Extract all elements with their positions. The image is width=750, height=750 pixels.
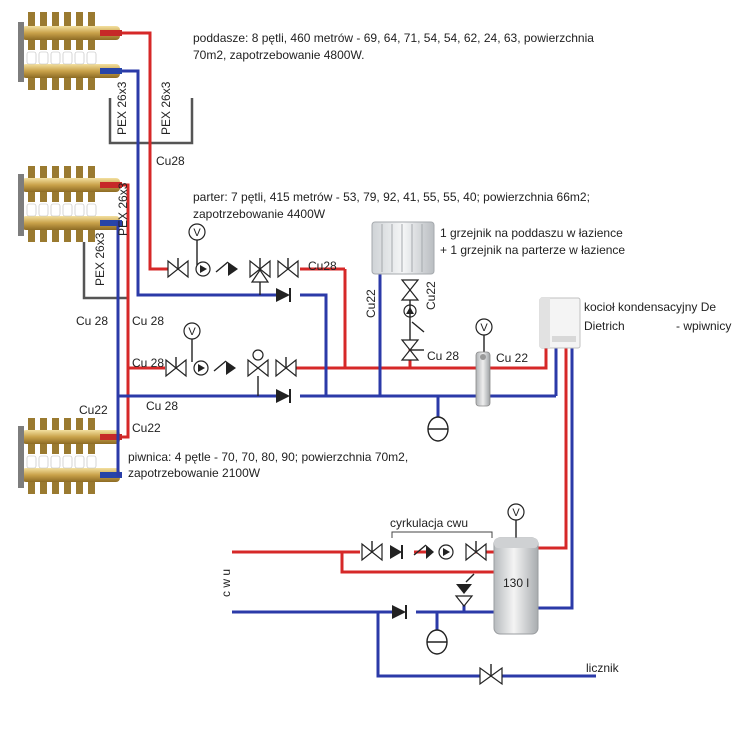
svg-text:V: V <box>480 322 488 334</box>
gauge-separator: V <box>475 318 493 352</box>
check-valve-poddasze-return <box>276 288 290 302</box>
label-pex-3: PEX 26x3 <box>93 232 107 286</box>
label-poddasze: poddasze: 8 pętli, 460 metrów - 69, 64, … <box>193 31 597 62</box>
circulation-group <box>361 531 493 562</box>
manifold-parter <box>18 166 122 242</box>
label-cu28-sep: Cu 28 <box>427 349 459 363</box>
label-cwu: c w u <box>219 569 233 597</box>
label-cu28-pump2: Cu 28 <box>132 356 164 370</box>
svg-text:V: V <box>188 326 196 338</box>
label-cu22-rad: Cu22 <box>424 281 438 310</box>
label-pex-1: PEX 26x3 <box>115 81 129 135</box>
check-valve-cold <box>392 605 406 619</box>
label-cu28-top: Cu28 <box>156 154 185 168</box>
safety-valve-cold <box>454 573 475 607</box>
label-cyrkulacja: cyrkulacja cwu <box>390 516 468 530</box>
gauge-parter: V <box>183 322 201 362</box>
meter-valve <box>479 664 503 686</box>
label-cu28-mid: Cu 28 <box>132 314 164 328</box>
label-piwnica: piwnica: 4 pętle - 70, 70, 80, 90; powie… <box>128 450 412 480</box>
check-valve-parter-return <box>276 389 290 403</box>
label-grzejniki: 1 grzejnik na poddaszu w łazience + 1 gr… <box>440 226 626 257</box>
svg-text:130 l: 130 l <box>503 576 529 590</box>
label-cu22-low1: Cu22 <box>79 403 108 417</box>
manifold-piwnica <box>18 418 122 494</box>
valve-group-poddasze <box>167 258 299 295</box>
label-kociol: kocioł kondensacyjny De Dietrich - wpiwn… <box>584 300 731 333</box>
svg-text:V: V <box>193 227 201 239</box>
hot-water-tank: 130 l <box>493 537 539 635</box>
label-cu28-left: Cu 28 <box>76 314 108 328</box>
label-cu22-sep: Cu 22 <box>496 351 528 365</box>
label-pex-2: PEX 26x3 <box>159 81 173 135</box>
radiator-pump-group <box>400 279 425 361</box>
gauge-tank: V <box>507 503 525 538</box>
label-cu28-pump1: Cu28 <box>308 259 337 273</box>
expansion-vessel-heating <box>427 416 449 442</box>
expansion-vessel-cwu <box>426 629 448 655</box>
hydraulic-separator <box>475 351 491 407</box>
radiator-icon <box>371 221 435 275</box>
svg-text:V: V <box>512 507 520 519</box>
label-cu28-ret2: Cu 28 <box>146 399 178 413</box>
boiler-icon <box>539 297 581 349</box>
label-pex-4: PEX 26x3 <box>116 182 130 236</box>
valve-group-parter <box>165 349 297 396</box>
gauge-poddasze: V <box>188 223 206 265</box>
label-licznik: licznik <box>586 661 620 675</box>
supply-pipes <box>122 31 568 574</box>
return-pipes <box>116 69 596 678</box>
manifold-poddasze <box>18 12 122 90</box>
label-cu22-vert: Cu22 <box>364 289 378 318</box>
label-parter: parter: 7 pętli, 415 metrów - 53, 79, 92… <box>193 190 593 221</box>
label-cu22-low2: Cu22 <box>132 421 161 435</box>
